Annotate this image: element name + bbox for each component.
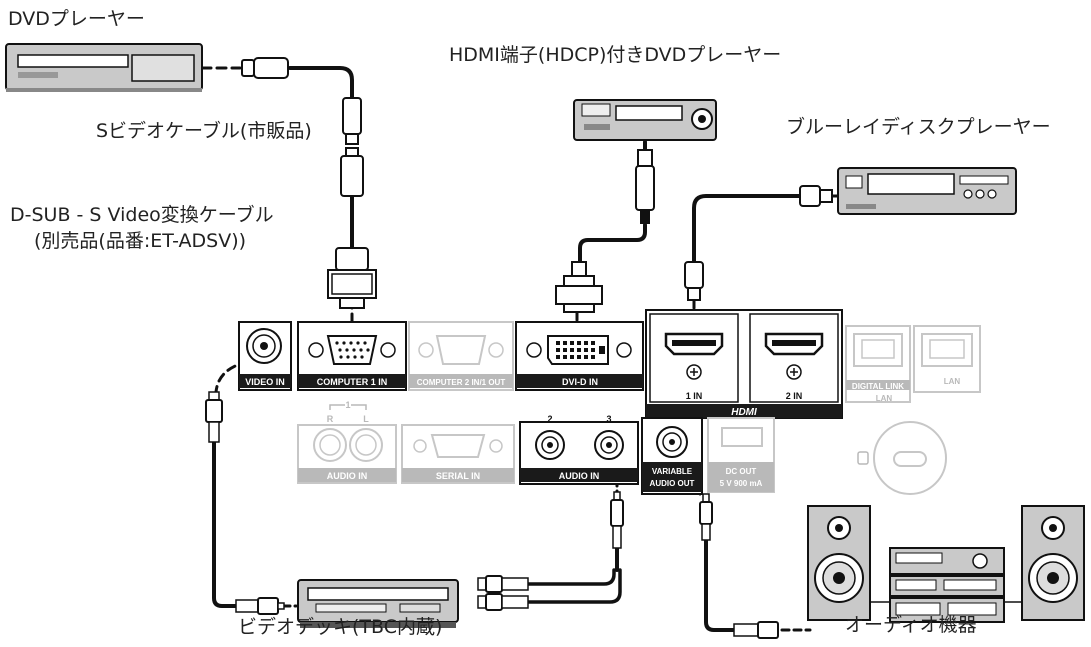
computer1-in-label: COMPUTER 1 IN [317,377,388,387]
hdmi-to-dvi-cable [578,223,647,264]
port-computer1-in [297,321,407,391]
port-audio-in-23 [519,421,639,485]
audio-in-r-label: R [327,414,334,424]
hdmi-2-in-label: 2 IN [786,391,803,401]
port-variable-audio-out [641,417,703,495]
audio-cable-lower [526,568,622,604]
audio-in-23-label: AUDIO IN [559,471,600,481]
port-hdmi-block [645,309,843,419]
port-lan [913,325,981,393]
panel-labels: VIDEO IN COMPUTER 1 IN COMPUTER 2 IN/1 O… [245,377,960,488]
audio-in-l-label: L [363,414,369,424]
dc-out-spec-label: 5 V 900 mA [720,479,763,488]
hdmi-dvd-player-label: HDMI端子(HDCP)付きDVDプレーヤー [449,44,782,66]
video-cable [212,440,238,608]
digital-link-lan-label: LAN [876,394,893,403]
computer2-in-label: COMPUTER 2 IN/1 OUT [417,378,506,387]
hdmi-dvd-player-device [573,99,717,141]
audio-equipment-label: オーディオ機器 [845,614,977,636]
hdmi-1-in-label: 1 IN [686,391,703,401]
s-video-plug-horizontal [241,57,289,79]
s-video-cable-label: Sビデオケーブル(市販品) [96,120,312,142]
dsub-svideo-cable-label: D-SUB - S Video変換ケーブル [10,204,274,226]
digital-link-label: DIGITAL LINK [852,382,904,391]
dc-out-label: DC OUT [726,467,757,476]
port-audio-in-1 [297,404,397,484]
hdmi-logo: HDMI [731,407,757,418]
dsub-plug [327,247,377,309]
bluray-player-device [837,167,1017,215]
port-serial-in [401,424,515,484]
variable-label: VARIABLE [652,467,693,476]
mini-plug-audio-in [610,491,624,549]
terminal-panel [238,309,981,495]
video-in-label: VIDEO IN [245,377,285,387]
port-digital-link [845,325,911,403]
connector-plugs [205,57,833,639]
s-video-cable [288,66,354,100]
rca-plug-video [205,391,223,443]
video-deck-label: ビデオデッキ(TBC内蔵) [238,616,443,638]
hdmi-plug-top [635,149,655,224]
video-deck-device [297,579,459,628]
bluray-hdmi-cable [692,194,802,264]
dvi-plug [555,261,603,313]
audio-equipment-device [807,505,1085,623]
audio-in-3-number: 3 [606,414,611,424]
lan-label: LAN [944,377,961,386]
dvd-player-device [5,43,203,92]
bluray-player-label: ブルーレイディスクプレーヤー [786,116,1051,138]
rca-plugs-deck-audio [477,575,529,611]
port-video-in [238,321,292,391]
rca-plug-video-deck [235,597,285,615]
port-computer2-in [408,321,514,391]
hdmi-plug-vertical [684,261,704,301]
rca-plug-audio-equipment [733,621,779,639]
port-dc-out [707,417,775,493]
mini-plug-variable-out [699,493,713,541]
audio-in-1-label: AUDIO IN [327,471,368,481]
hdmi-plug-bluray [799,185,833,207]
dvi-d-in-label: DVI-D IN [562,377,598,387]
variable-audio-cable [704,538,736,632]
audio-cable-upper [526,568,616,586]
dvd-player-label: DVDプレーヤー [8,8,145,30]
dsub-svideo-cable-model-label: (別売品(品番:ET-ADSV)) [34,230,247,252]
security-slot [857,421,947,495]
s-video-plug-vertical [340,97,364,197]
audio-in-group-number: 1 [345,400,350,410]
audio-in-2-number: 2 [547,414,552,424]
serial-in-label: SERIAL IN [436,471,480,481]
cables [200,66,840,632]
port-dvi-d-in [515,321,644,391]
audio-out-label: AUDIO OUT [650,479,695,488]
